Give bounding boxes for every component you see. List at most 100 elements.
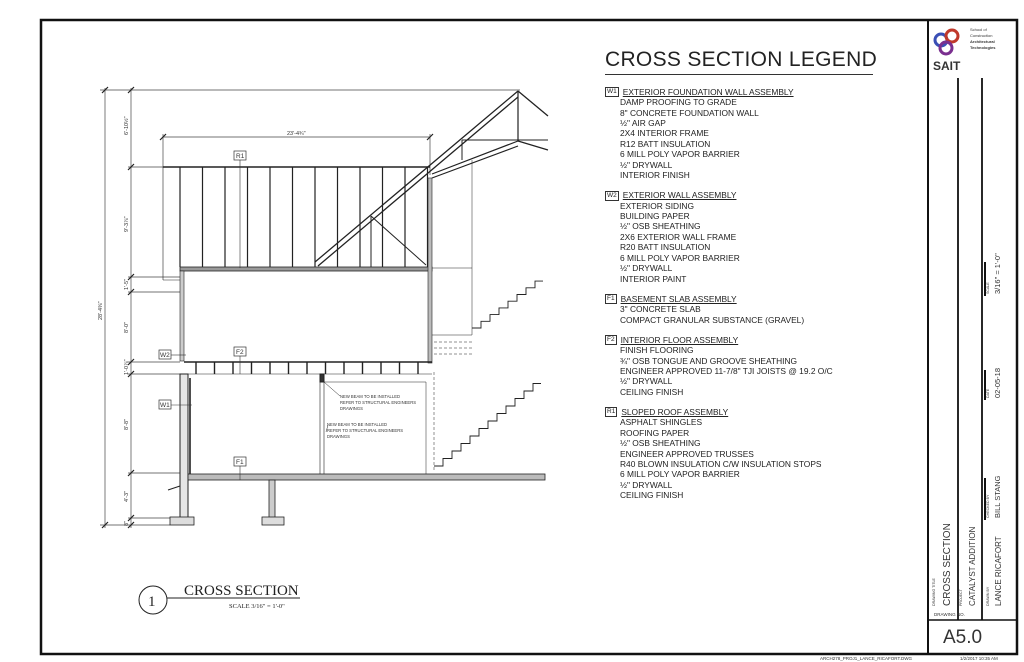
legend-item: R40 BLOWN INSULATION C/W INSULATION STOP… bbox=[620, 458, 822, 469]
view-title: 1 CROSS SECTION SCALE 3/16" = 1'-0" bbox=[138, 583, 300, 615]
note-line: NEW BEAM TO BE INSTALLED bbox=[327, 422, 387, 427]
legend-item: INTERIOR PAINT bbox=[620, 273, 687, 284]
legend-item: ½" DRYWALL bbox=[620, 263, 673, 274]
tag-r1: R1 bbox=[236, 153, 245, 160]
dim-footing: 4'-3" bbox=[124, 491, 130, 502]
legend-item: FINISH FLOORING bbox=[620, 345, 694, 356]
legend-item: CEILING FINISH bbox=[620, 386, 684, 397]
dim-attic-floor: 1'-5" bbox=[124, 279, 130, 290]
assembly-tags: R1 F2 W2 W1 F1 bbox=[158, 150, 247, 480]
dim-basement: 8'-8" bbox=[124, 419, 130, 430]
view-number: 1 bbox=[148, 594, 156, 610]
beam-notes: NEW BEAM TO BE INSTALLED REFER TO STRUCT… bbox=[327, 394, 416, 439]
note-line: NEW BEAM TO BE INSTALLED bbox=[340, 394, 400, 399]
logo-text: SAIT bbox=[933, 59, 961, 73]
view-scale: SCALE 3/16" = 1'-0" bbox=[229, 603, 285, 610]
assembly-tag: W1 bbox=[605, 87, 619, 98]
dim-roof: 9'-3⅞" bbox=[124, 216, 130, 232]
checked-label: CHECKED BY bbox=[986, 494, 990, 518]
drawing-title-value: CROSS SECTION bbox=[942, 523, 953, 606]
tag-w1: W1 bbox=[160, 402, 170, 409]
dimension-ticks bbox=[101, 86, 434, 529]
dim-floor: 1'-0⅞" bbox=[124, 359, 130, 375]
assembly-tag: R1 bbox=[605, 407, 618, 418]
legend-item: BUILDING PAPER bbox=[620, 211, 690, 222]
legend-item: EXTERIOR SIDING bbox=[620, 200, 694, 211]
legend-item: CEILING FINISH bbox=[620, 490, 684, 501]
tag-f1: F1 bbox=[236, 459, 244, 466]
tag-f2: F2 bbox=[236, 349, 244, 356]
legend-section-title: BASEMENT SLAB ASSEMBLY bbox=[620, 293, 737, 304]
legend-item: ENGINEER APPROVED 11-7/8" TJI JOISTS @ 1… bbox=[620, 365, 833, 376]
legend-item: ½" DRYWALL bbox=[620, 376, 673, 387]
view-title-text: CROSS SECTION bbox=[184, 583, 299, 599]
dimension-lines bbox=[100, 88, 520, 528]
legend-item: R20 BATT INSULATION bbox=[620, 242, 711, 253]
legend-section-title: EXTERIOR FOUNDATION WALL ASSEMBLY bbox=[622, 87, 794, 97]
legend-item: 8" CONCRETE FOUNDATION WALL bbox=[620, 107, 759, 118]
checked-value: BILL STANG bbox=[993, 475, 1002, 518]
legend-item: ENGINEER APPROVED TRUSSES bbox=[620, 448, 754, 459]
assembly-tag: W2 bbox=[605, 190, 619, 201]
project-value: CATALYST ADDITION bbox=[968, 526, 977, 606]
school-line: Construction bbox=[970, 33, 992, 38]
assembly-tag: F2 bbox=[605, 335, 617, 346]
legend-item: 6 MILL POLY VAPOR BARRIER bbox=[620, 149, 740, 160]
drawing-title-label: DRAWING TITLE bbox=[932, 577, 936, 606]
dim-total: 28'-4⅜" bbox=[98, 301, 104, 320]
legend-section-title: SLOPED ROOF ASSEMBLY bbox=[621, 407, 729, 418]
legend-item: R12 BATT INSULATION bbox=[620, 138, 711, 149]
legend-item: 6 MILL POLY VAPOR BARRIER bbox=[620, 252, 740, 263]
dim-main-wall: 8'-0" bbox=[124, 322, 130, 333]
drawing-no-value: A5.0 bbox=[943, 627, 982, 648]
legend-item: ½" DRYWALL bbox=[620, 159, 673, 170]
legend-item: INTERIOR FINISH bbox=[620, 170, 690, 181]
legend-item: ROOFING PAPER bbox=[620, 427, 690, 438]
legend-item: 3" CONCRETE SLAB bbox=[620, 304, 701, 315]
legend-section-title: INTERIOR FLOOR ASSEMBLY bbox=[620, 334, 739, 345]
project-label: PROJECT bbox=[959, 588, 963, 606]
legend-section-title: EXTERIOR WALL ASSEMBLY bbox=[622, 190, 737, 201]
drawn-label: DRAWN BY bbox=[986, 586, 990, 606]
legend-item: 2X4 INTERIOR FRAME bbox=[620, 128, 709, 139]
legend-item: COMPACT GRANULAR SUBSTANCE (GRAVEL) bbox=[620, 314, 805, 325]
footer-timestamp: 1/2/2017 10:35 AM bbox=[960, 656, 998, 661]
school-line: Technologies bbox=[970, 45, 996, 50]
drawn-value: LANCE RICAFORT bbox=[994, 536, 1003, 606]
note-line: DRAWINGS bbox=[327, 434, 350, 439]
assembly-tag: F1 bbox=[605, 294, 617, 304]
footer-filename: ARCH278_PROJ1_LANCE_RICAFORT.DWG bbox=[820, 656, 912, 661]
school-line: Architectural bbox=[970, 39, 995, 44]
stair bbox=[434, 383, 541, 467]
legend-item: 6 MILL POLY VAPOR BARRIER bbox=[620, 469, 740, 480]
scale-label: SCALE bbox=[986, 282, 990, 294]
legend-item: ½" OSB SHEATHING bbox=[620, 438, 701, 449]
legend-item: ½" AIR GAP bbox=[620, 118, 666, 129]
date-label: DATE bbox=[986, 388, 990, 398]
note-line: DRAWINGS bbox=[340, 406, 363, 411]
legend-item: DAMP PROOFING TO GRADE bbox=[620, 97, 737, 108]
legend-item: ¾" OSB TONGUE AND GROOVE SHEATHING bbox=[620, 355, 798, 366]
legend-item: ASPHALT SHINGLES bbox=[620, 417, 703, 428]
legend-item: 2X6 EXTERIOR WALL FRAME bbox=[620, 231, 737, 242]
building-section bbox=[162, 90, 549, 526]
dim-base: 8" bbox=[124, 521, 130, 526]
legend-title: CROSS SECTION LEGEND bbox=[605, 48, 877, 75]
tag-w2: W2 bbox=[160, 352, 170, 359]
note-line: REFER TO STRUCTURAL ENGINEERS bbox=[327, 428, 403, 433]
sheet-border bbox=[39, 18, 1019, 656]
drawing-no-label: DRAWING NO. bbox=[934, 612, 965, 617]
legend-item: ½" OSB SHEATHING bbox=[620, 221, 701, 232]
